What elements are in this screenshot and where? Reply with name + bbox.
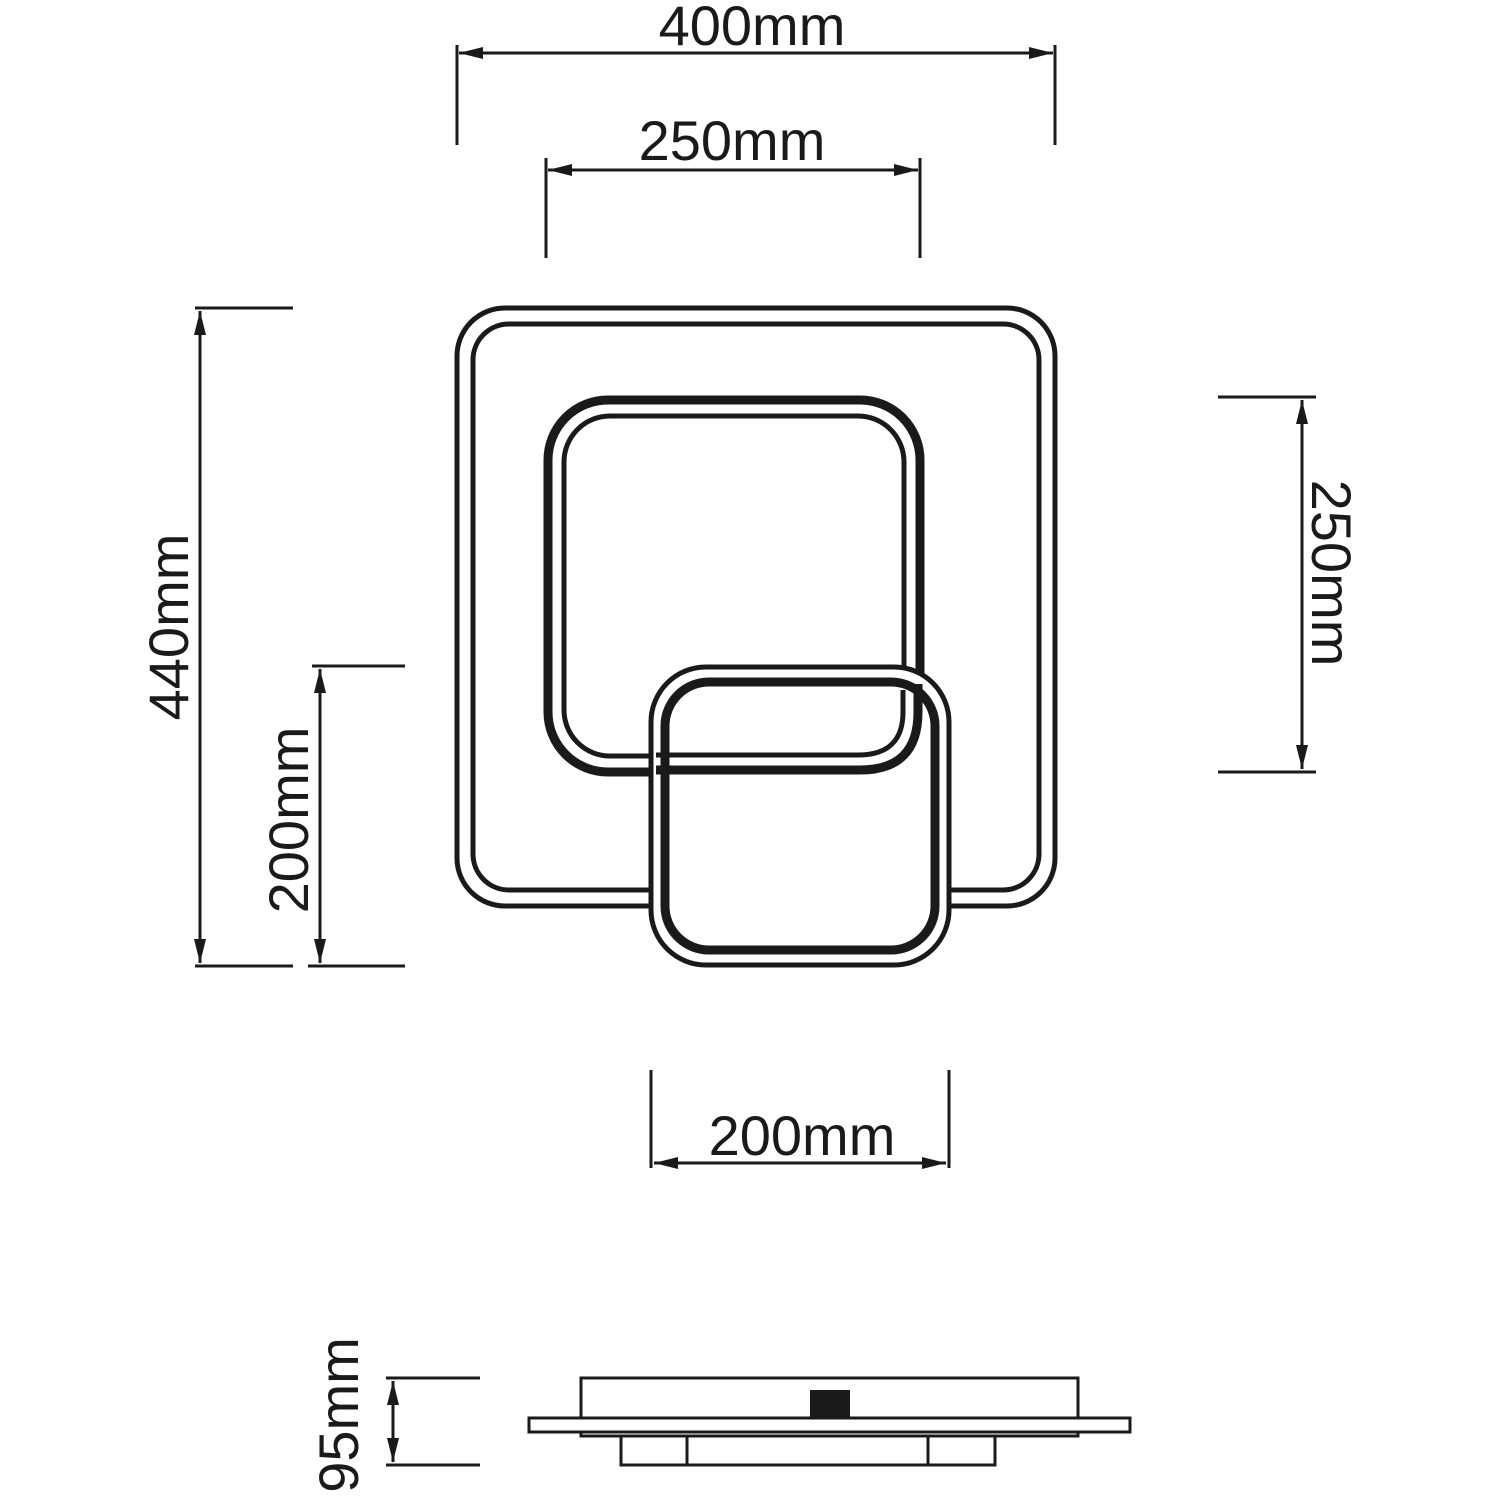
dimension-label-total-height: 440mm: [137, 534, 200, 721]
top-view-luminaire: [454, 305, 1058, 968]
dimension-side-depth: 95mm: [307, 1337, 480, 1493]
dimension-label-small-ring-height: 200mm: [257, 727, 320, 914]
side-view-luminaire: [527, 1376, 1132, 1467]
side-mounting-plate: [527, 1416, 1132, 1434]
dimension-small-ring-height: 200mm: [257, 664, 405, 968]
dimension-label-top-width: 400mm: [659, 0, 846, 57]
dimension-bottom-ring-width: 200mm: [649, 1070, 951, 1169]
dimension-label-side-depth: 95mm: [307, 1337, 370, 1493]
dimension-label-inner-width: 250mm: [639, 109, 826, 172]
side-ring-profile: [619, 1434, 997, 1467]
dimension-total-height: 440mm: [137, 306, 293, 968]
upper-ring-overlap-edge: [656, 684, 923, 775]
dimension-right-ring-height: 250mm: [1218, 395, 1363, 774]
upper-ring-overlap-inner-edge: [656, 690, 906, 758]
lower-ring-fill: [651, 667, 949, 965]
lower-ring-inner-outline: [660, 677, 940, 955]
dimension-inner-width: 250mm: [544, 109, 922, 258]
dimension-label-bottom-ring-width: 200mm: [709, 1104, 896, 1167]
dimension-top-width: 400mm: [455, 0, 1057, 145]
dimension-label-right-ring-height: 250mm: [1300, 480, 1363, 667]
lower-ring-outline: [648, 664, 952, 968]
side-connector-block: [810, 1390, 850, 1418]
